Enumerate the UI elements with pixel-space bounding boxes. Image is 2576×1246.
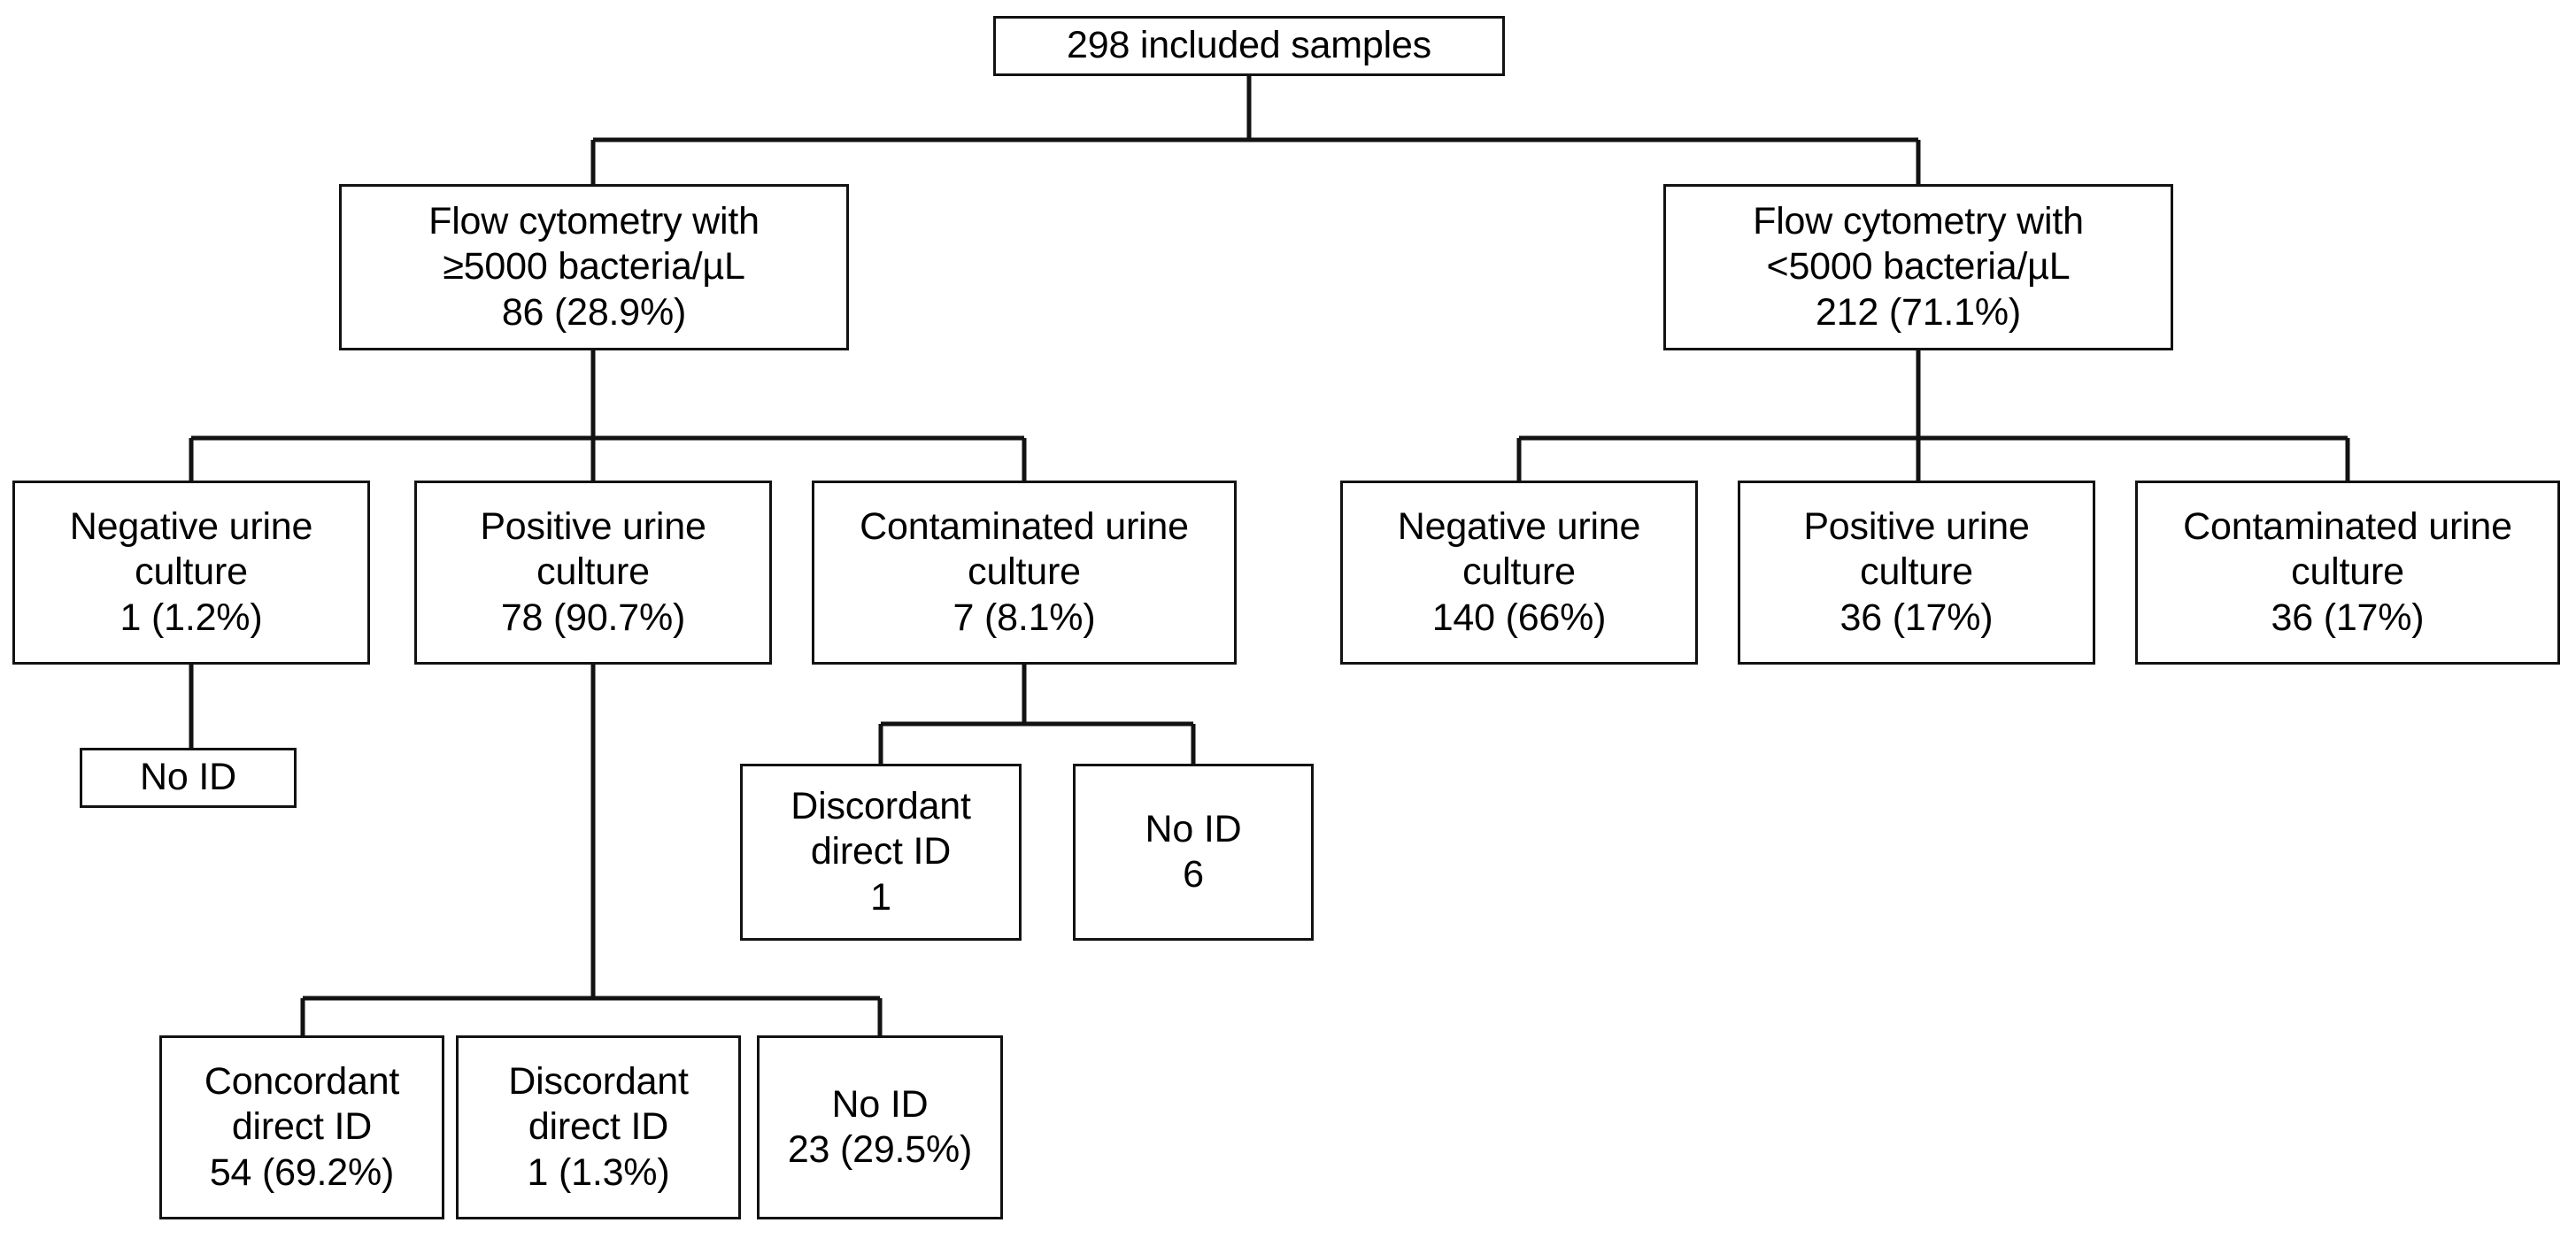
node-text-line: culture bbox=[2291, 550, 2404, 594]
node-text-line: 298 included samples bbox=[1067, 24, 1431, 67]
node-text-line: culture bbox=[135, 550, 248, 594]
node-text-line: 36 (17%) bbox=[1839, 596, 1994, 639]
node-text-line: 212 (71.1%) bbox=[1815, 290, 2022, 334]
node-text-line: 78 (90.7%) bbox=[500, 596, 686, 639]
node-text-line: 7 (8.1%) bbox=[953, 596, 1096, 639]
node-text-line: 54 (69.2%) bbox=[209, 1150, 395, 1194]
node-text-line: No ID bbox=[140, 756, 236, 799]
node-text-line: 36 (17%) bbox=[2271, 596, 2425, 639]
node-text-line: 23 (29.5%) bbox=[787, 1128, 973, 1171]
node-text-line: Discordant bbox=[508, 1060, 689, 1104]
node-text-line: Negative urine bbox=[69, 505, 313, 549]
node-no-id-negative: No ID bbox=[80, 748, 297, 808]
node-text-line: culture bbox=[968, 550, 1081, 594]
node-text-line: 86 (28.9%) bbox=[501, 290, 687, 334]
node-text-line: direct ID bbox=[231, 1105, 373, 1149]
node-text-line: Negative urine bbox=[1397, 505, 1641, 549]
node-text-line: Flow cytometry with bbox=[428, 200, 760, 243]
node-text-line: culture bbox=[1462, 550, 1576, 594]
node-text-line: direct ID bbox=[810, 830, 952, 873]
node-text-line: Concordant bbox=[204, 1060, 400, 1104]
node-text-line: No ID bbox=[831, 1082, 929, 1126]
node-text-line: culture bbox=[536, 550, 650, 594]
node-text-line: No ID bbox=[1145, 807, 1242, 850]
node-text-line: Positive urine bbox=[1803, 505, 2030, 549]
node-text-line: Discordant bbox=[791, 785, 971, 828]
node-text-line: Flow cytometry with bbox=[1753, 200, 2084, 243]
node-text-line: Positive urine bbox=[480, 505, 706, 549]
node-text-line: 1 (1.2%) bbox=[120, 596, 263, 639]
node-text-line: <5000 bacteria/µL bbox=[1766, 245, 2071, 288]
node-text-line: direct ID bbox=[528, 1105, 669, 1149]
node-included-samples: 298 included samples bbox=[993, 16, 1505, 76]
node-text-line: 1 bbox=[870, 875, 891, 919]
node-text-line: 6 bbox=[1183, 853, 1204, 896]
node-text-line: culture bbox=[1860, 550, 1973, 594]
node-text-line: 140 (66%) bbox=[1431, 596, 1607, 639]
node-text-line: ≥5000 bacteria/µL bbox=[443, 245, 745, 288]
node-text-line: Contaminated urine bbox=[2183, 505, 2512, 549]
node-text-line: 1 (1.3%) bbox=[527, 1150, 670, 1194]
node-text-line: Contaminated urine bbox=[860, 505, 1189, 549]
